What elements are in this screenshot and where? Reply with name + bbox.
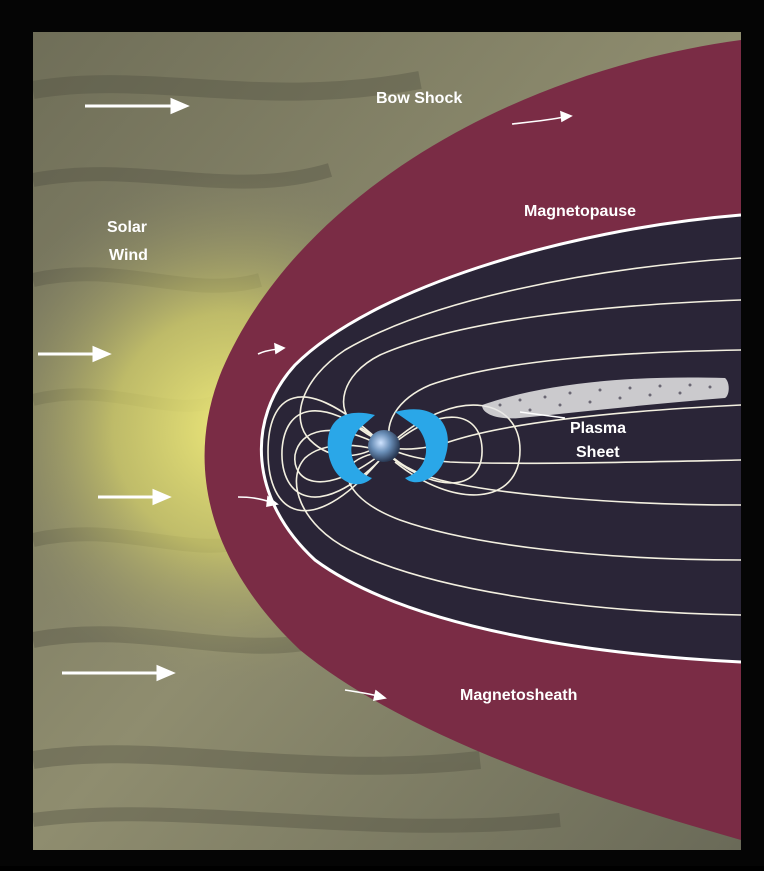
earth-icon xyxy=(368,430,400,462)
plasma-sheet-label-line2: Sheet xyxy=(576,444,620,461)
magnetosheath-label: Magnetosheath xyxy=(460,687,577,704)
solar-wind-label-line1: Solar xyxy=(107,219,147,236)
plasma-sheet-label-line1: Plasma xyxy=(570,420,626,437)
magnetopause-label: Magnetopause xyxy=(524,203,636,220)
bow-shock-label: Bow Shock xyxy=(376,90,462,107)
solar-wind-label-line2: Wind xyxy=(109,247,148,264)
